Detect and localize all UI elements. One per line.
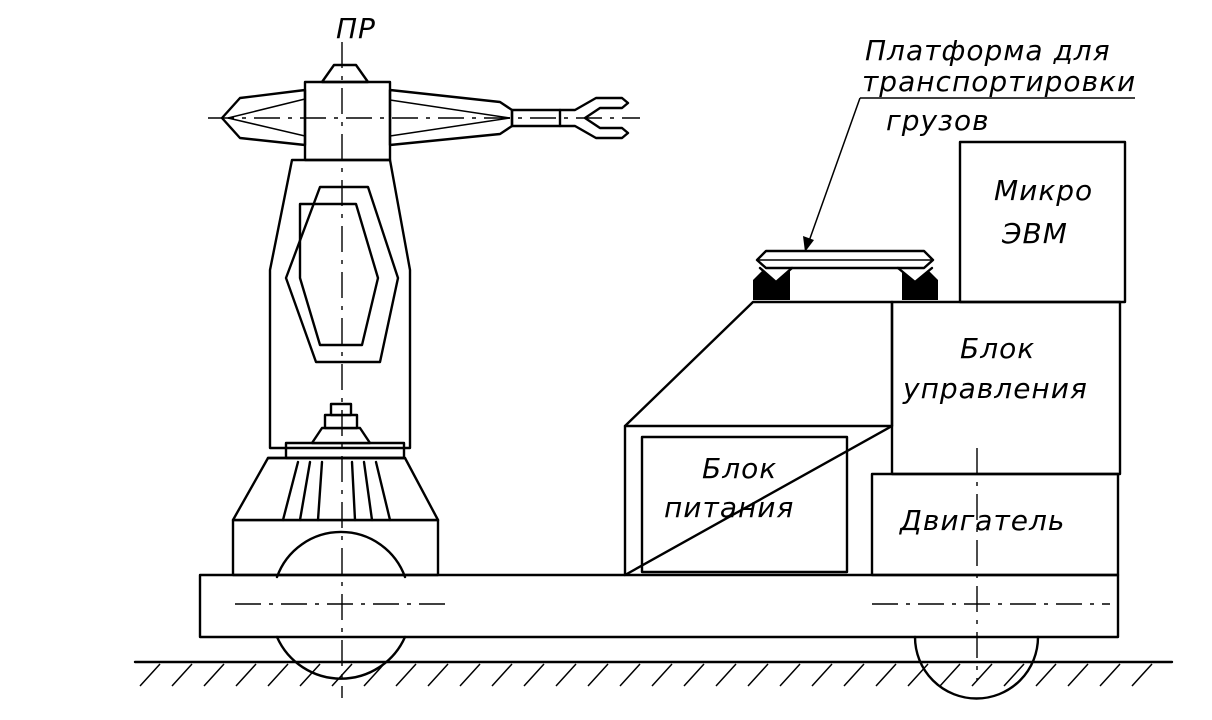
power-supply-panel <box>640 435 849 574</box>
microcomputer-label-line-2: ЭВМ <box>1001 217 1068 250</box>
motor-label: Двигатель <box>898 504 1065 537</box>
robot-base <box>231 441 440 577</box>
power-supply-label-line-2: питания <box>664 491 794 524</box>
motor-block <box>870 472 1120 577</box>
center-lines <box>208 42 1110 698</box>
leader-arrowhead <box>803 236 814 252</box>
cargo-support-left <box>753 270 790 300</box>
rear-wheel <box>913 635 1040 700</box>
robot-label: ПР <box>336 12 376 45</box>
cart-body <box>623 140 1127 577</box>
power-supply-label-line-1: Блок <box>702 452 777 485</box>
ground <box>133 660 1174 687</box>
front-wheel <box>275 530 407 680</box>
robot-column <box>268 158 412 450</box>
platform-leader-line <box>803 97 1135 252</box>
control-unit-label-line-2: управления <box>902 372 1088 405</box>
ground-hatching <box>139 663 1153 687</box>
robot-arm <box>220 63 630 162</box>
platform-label-line-1: Платформа для <box>865 34 1111 67</box>
microcomputer-block <box>958 140 1127 304</box>
control-unit-label-line-1: Блок <box>960 332 1035 365</box>
platform-label-line-3: грузов <box>886 104 990 137</box>
cargo-support-right <box>902 270 938 300</box>
microcomputer-label-line-1: Микро <box>994 174 1093 207</box>
chassis-platform <box>198 573 1120 639</box>
cargo-platform <box>753 249 938 300</box>
platform-label-line-2: транспортировки <box>862 65 1136 98</box>
